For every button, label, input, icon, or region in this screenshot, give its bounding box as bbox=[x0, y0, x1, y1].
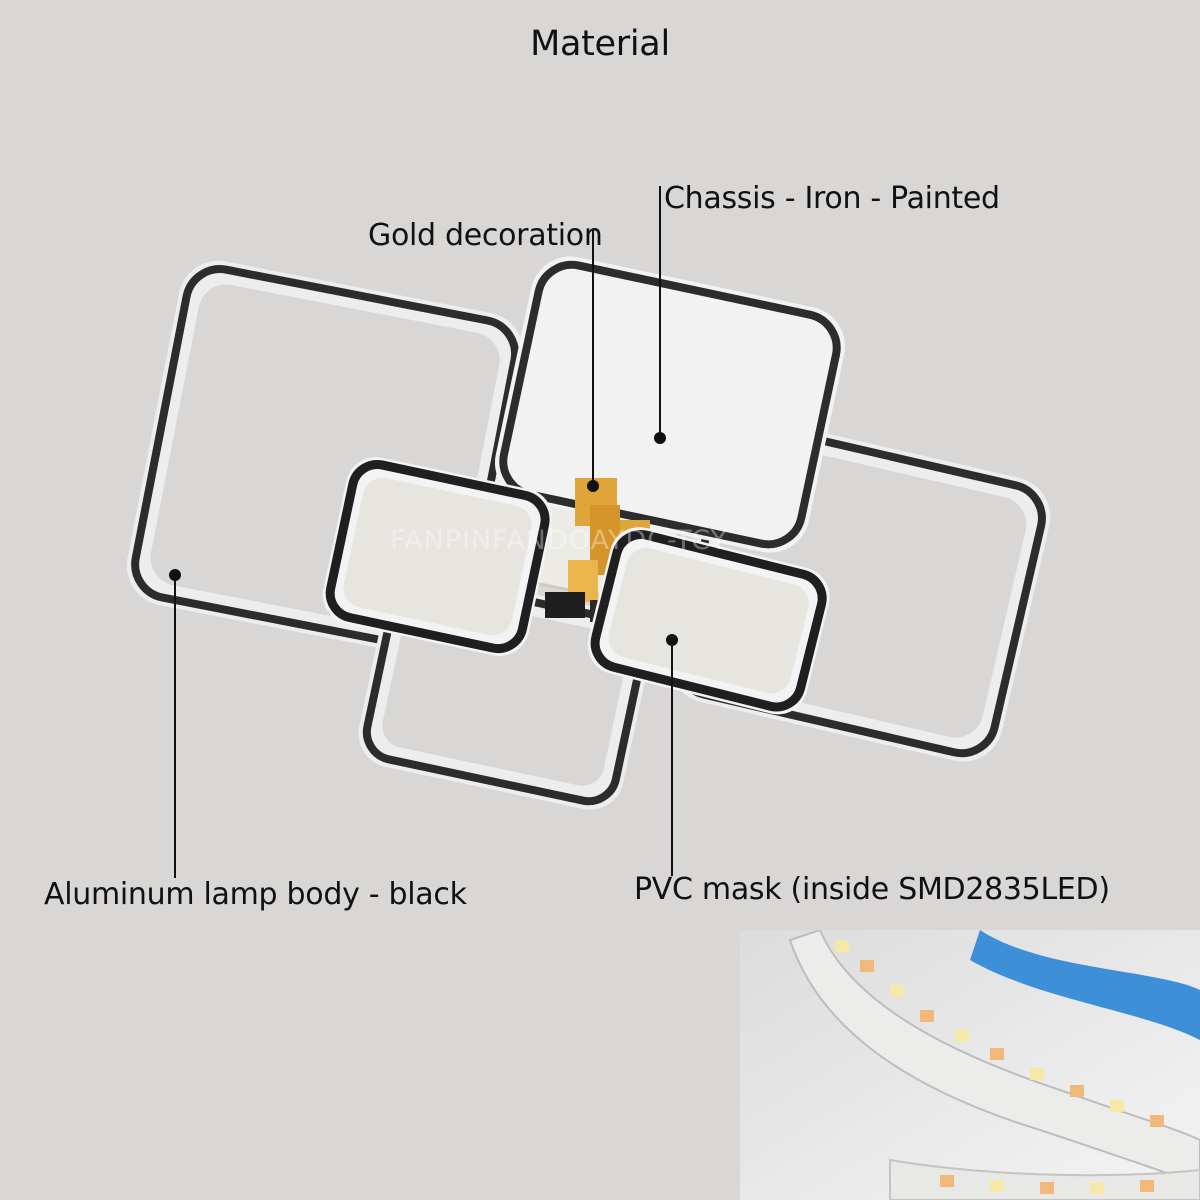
callout-pvc-mask: PVC mask (inside SMD2835LED) bbox=[634, 872, 1110, 907]
led-strip-image bbox=[740, 930, 1200, 1200]
frame-small-left bbox=[322, 457, 553, 656]
led-strip-photo bbox=[740, 930, 1200, 1200]
frame-small-right bbox=[587, 527, 830, 715]
callout-gold-decoration: Gold decoration bbox=[368, 218, 603, 253]
watermark-text: FANPINFANDOAYDC-TCY bbox=[390, 525, 729, 556]
blue-strip-band bbox=[970, 930, 1200, 1040]
callout-aluminum-body: Aluminum lamp body - black bbox=[44, 877, 467, 912]
callout-lines bbox=[169, 186, 678, 878]
led-chips bbox=[835, 940, 1164, 1194]
callout-chassis: Chassis - Iron - Painted bbox=[664, 181, 1000, 216]
page-title: Material bbox=[530, 24, 670, 64]
